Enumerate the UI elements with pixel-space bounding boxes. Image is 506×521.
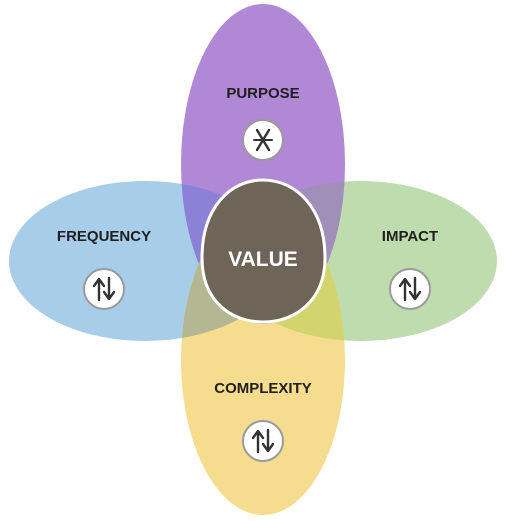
petal-label-frequency: FREQUENCY: [57, 228, 151, 245]
strikethrough-x-icon: [242, 119, 284, 161]
center-region: [200, 178, 327, 324]
petal-label-impact: IMPACT: [382, 228, 438, 245]
up-down-arrows-icon: [242, 420, 284, 462]
petal-label-complexity: COMPLEXITY: [214, 380, 312, 397]
up-down-arrows-icon: [83, 268, 125, 310]
petal-label-purpose: PURPOSE: [226, 85, 299, 102]
up-down-arrows-icon: [389, 268, 431, 310]
center-label: VALUE: [228, 248, 298, 271]
